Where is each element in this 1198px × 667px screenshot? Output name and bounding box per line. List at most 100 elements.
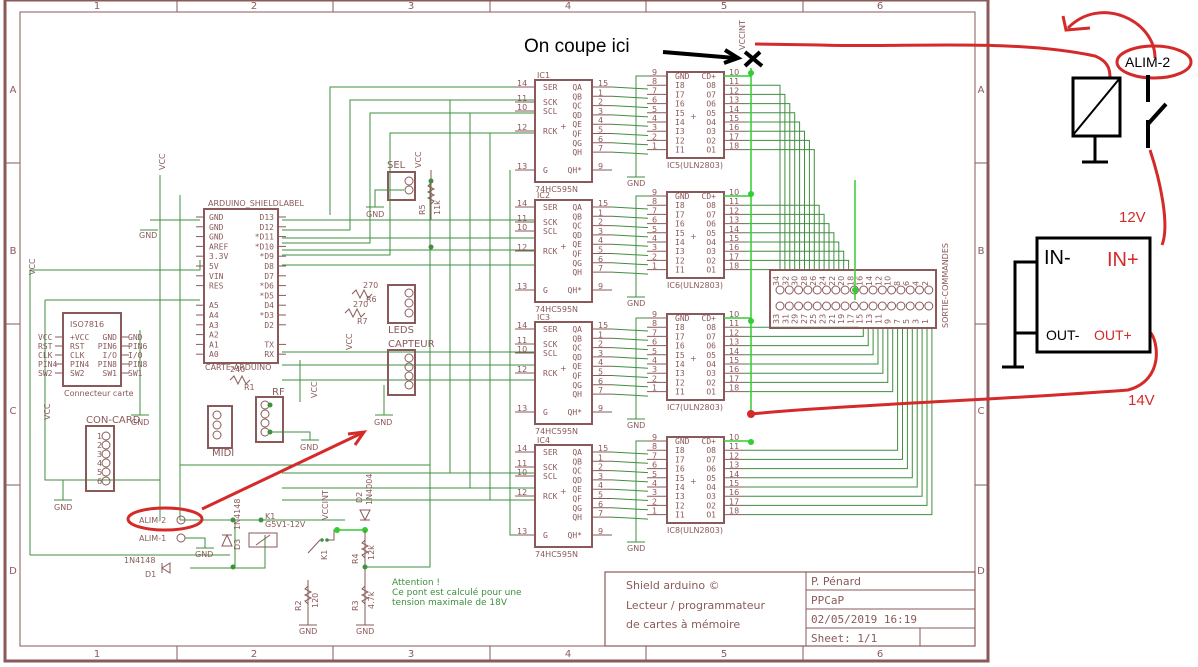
output-pin (905, 301, 915, 311)
center-mark: + (690, 232, 697, 241)
pin-number: 12 (729, 328, 739, 337)
d1-value: 1N4148 (124, 556, 155, 565)
pin-number: 6 (652, 461, 657, 470)
arduino-pin-label: RX (264, 350, 274, 359)
left-net-symbols: VCC GND VCC VCC GND GND (28, 153, 167, 512)
title-line-2: Lecteur / programmateur (626, 599, 765, 612)
output-pin (831, 301, 841, 311)
pin-label: SCL (543, 107, 558, 116)
pin-label: QD (572, 231, 582, 240)
con-card-pin (101, 458, 111, 468)
iso-pin-label: CLK (38, 351, 53, 360)
pin-label: QF (572, 250, 582, 259)
pin-label: O4 (706, 360, 716, 369)
pin-number: 7 (652, 451, 657, 460)
arduino-pin-label: D4 (264, 301, 274, 310)
pin-number: 14 (729, 105, 739, 114)
pin-label: I1 (675, 146, 685, 155)
column-label: 6 (877, 649, 883, 660)
pin-label: I5 (675, 109, 685, 118)
pin-number: 2 (598, 98, 603, 107)
pin-number: 8 (652, 319, 657, 328)
pin-label: CD+ (702, 72, 717, 81)
output-pin-number: 10 (884, 276, 893, 286)
con-card-pin (101, 476, 111, 486)
pin-label: I8 (675, 323, 685, 332)
output-pin (803, 285, 813, 295)
arduino-pin-label: GND (209, 223, 224, 232)
vcc-label: VCC (28, 258, 37, 275)
pin-number: 17 (729, 497, 739, 506)
output-voltage: 14V (1128, 392, 1155, 409)
shift-register-name: IC3 (537, 313, 550, 322)
output-pin-number: 23 (819, 314, 828, 324)
con-card-pin (101, 467, 111, 477)
pin-label: CD+ (702, 314, 717, 323)
row-label: B (10, 246, 17, 257)
pin-number: 14 (729, 470, 739, 479)
pin-label: QH (572, 513, 582, 522)
pin-label: SCK (543, 98, 558, 107)
pin-label: SER (543, 325, 558, 334)
alim2-annotation: ALIM-2 (1125, 54, 1170, 70)
pin-number: 12 (517, 365, 527, 374)
pin-label: SER (543, 203, 558, 212)
pin-number: 7 (598, 509, 603, 518)
pin-number: 2 (652, 252, 657, 261)
pin-label: GND (675, 192, 690, 201)
title-block: Shield arduino © Lecteur / programmateur… (604, 571, 976, 647)
arduino-pin-label: 5V (209, 262, 219, 271)
pin-number: 4 (652, 114, 657, 123)
pin-label: G (543, 408, 548, 417)
pin-number: 14 (517, 199, 527, 208)
pin-number: 13 (729, 338, 739, 347)
con-card-pin-number: 2 (97, 441, 102, 450)
pin-number: 5 (598, 491, 603, 500)
output-pin (794, 285, 804, 295)
pin-number: 18 (729, 262, 739, 271)
pin-label: SCL (543, 472, 558, 481)
sheet-frame (3, 0, 990, 663)
output-pin-number: 24 (819, 276, 828, 286)
output-pin (924, 285, 934, 295)
pin-number: 15 (729, 114, 739, 123)
pin-number: 10 (729, 310, 739, 319)
pin-number: 1 (598, 88, 603, 97)
row-label: C (978, 406, 985, 417)
arduino-pin-label: D12 (260, 223, 275, 232)
output-pin (877, 301, 887, 311)
row-label: D (9, 566, 17, 577)
pin-label: O4 (706, 238, 716, 247)
pin-label: QB (572, 212, 582, 221)
output-pin-number: 20 (837, 276, 846, 286)
title-line-1: Shield arduino © (626, 579, 720, 592)
output-pin-number: 34 (772, 276, 781, 286)
sheet-column-labels-bottom: 1 2 3 4 5 6 (94, 649, 883, 660)
pin-label: QC (572, 222, 582, 231)
arduino-pin-label: A4 (209, 311, 219, 320)
pin-label: QH* (568, 531, 583, 540)
pin-number: 9 (652, 433, 657, 442)
output-pin-number: 11 (874, 314, 883, 324)
pin-label: I3 (675, 369, 685, 378)
shift-register-name: IC4 (537, 436, 550, 445)
k1-name: K1 (265, 512, 275, 521)
pin-label: I3 (675, 492, 685, 501)
con-card-pin-number: 1 (97, 432, 102, 441)
output-pin (915, 285, 924, 295)
project-name: PPCaP (811, 594, 844, 607)
pin-label: QB (572, 334, 582, 343)
iso-pin-label: SW1 (128, 369, 143, 378)
arduino-pin-label: D2 (264, 321, 274, 330)
pin-number: 3 (598, 107, 603, 116)
pin-label: QE (572, 120, 582, 129)
output-pin-number: 27 (800, 314, 809, 324)
pin-number: 11 (729, 77, 739, 86)
pin-label: QH (572, 390, 582, 399)
arduino-pin-label: GND (209, 233, 224, 242)
gnd-label: GND (139, 231, 157, 240)
pin-number: 4 (598, 236, 603, 245)
